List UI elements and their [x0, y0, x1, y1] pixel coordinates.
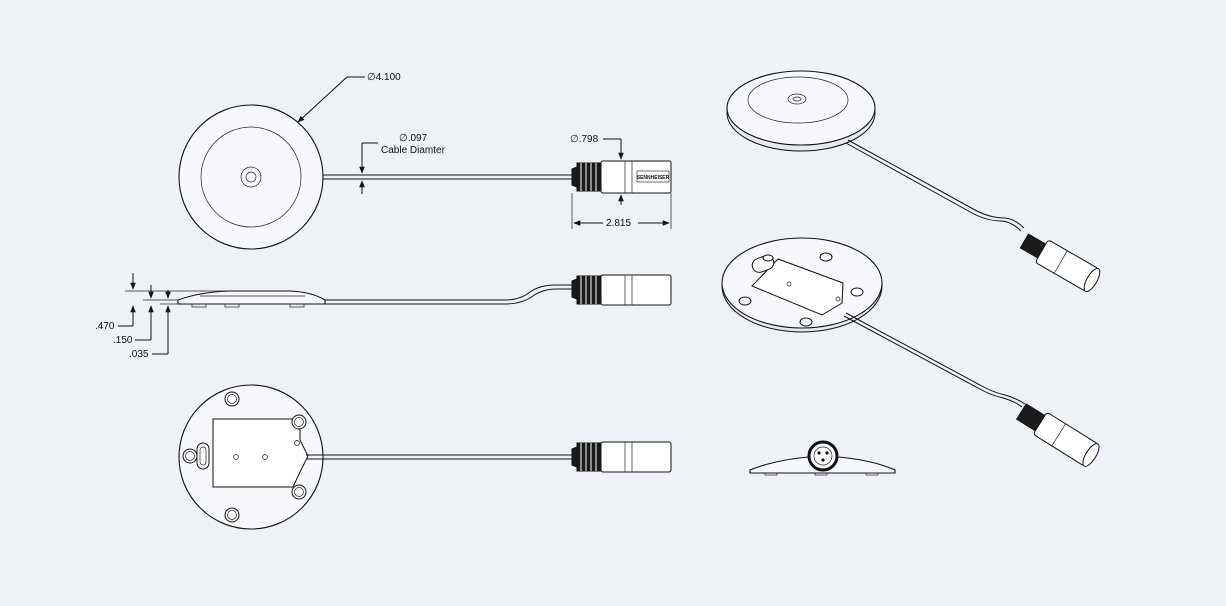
- svg-text:∅.097: ∅.097: [399, 133, 428, 144]
- brand-logo: SENNHEISER: [636, 170, 670, 183]
- bottom-view: [178, 384, 672, 530]
- dim-disk-diameter: ∅4.100: [297, 72, 401, 123]
- svg-text:.035: .035: [129, 349, 149, 360]
- dim-connector-diameter: ∅.798: [570, 134, 624, 205]
- xlr-connector-side: [571, 274, 672, 306]
- svg-text:∅4.100: ∅4.100: [367, 72, 401, 83]
- svg-text:2.815: 2.815: [606, 218, 631, 229]
- xlr-connector-iso-top: [1019, 233, 1101, 293]
- dim-cable-diameter: ∅.097 Cable Diamter: [359, 133, 446, 194]
- side-view: .470 .150 .035: [95, 273, 672, 360]
- svg-text:Cable Diamter: Cable Diamter: [381, 145, 446, 156]
- svg-text:.470: .470: [95, 321, 115, 332]
- xlr-connector-top: SENNHEISER: [571, 160, 672, 194]
- svg-text:∅.798: ∅.798: [570, 134, 599, 145]
- dim-connector-length: 2.815: [571, 193, 672, 229]
- xlr-connector-iso-bottom: [1015, 403, 1100, 467]
- iso-top-view: [726, 70, 1101, 293]
- iso-front-view: [749, 440, 896, 476]
- svg-text:SENNHEISER: SENNHEISER: [637, 175, 670, 181]
- xlr-connector-bottom: [571, 441, 672, 473]
- dim-heights: .470 .150 .035: [95, 273, 230, 360]
- top-view: SENNHEISER ∅4.100 ∅.097 Cable Diamter ∅.…: [178, 72, 672, 250]
- iso-bottom-view: [721, 237, 1100, 467]
- svg-text:.150: .150: [113, 335, 133, 346]
